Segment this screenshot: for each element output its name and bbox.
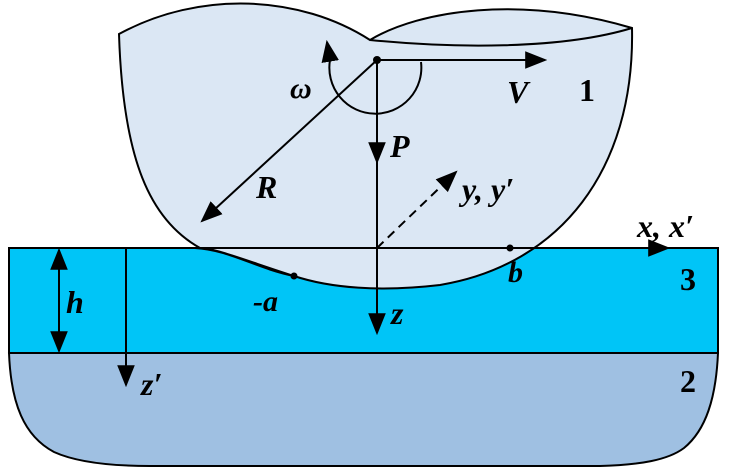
cylinder-rim bbox=[369, 27, 633, 47]
cylinder-body bbox=[117, 2, 634, 290]
thickness-label: h bbox=[66, 284, 84, 320]
radius-arrow bbox=[200, 59, 378, 223]
contact-point-b bbox=[506, 244, 514, 252]
body-3-label: 3 bbox=[680, 261, 696, 297]
deformed-surface bbox=[120, 247, 295, 277]
point-a-label: -a bbox=[253, 285, 278, 318]
y-axis-arrow bbox=[376, 170, 458, 249]
z-prime-axis-label: z′ bbox=[140, 366, 162, 402]
cylinder-center-point bbox=[373, 56, 381, 64]
substrate-body bbox=[7, 352, 720, 467]
body-1-label: 1 bbox=[579, 72, 595, 108]
y-axis-label: y, y′ bbox=[458, 171, 514, 207]
rotation-arc bbox=[321, 39, 423, 115]
velocity-label: V bbox=[507, 74, 531, 110]
radius-label: R bbox=[255, 169, 277, 205]
contact-point-a bbox=[290, 272, 298, 280]
z-axis-label: z bbox=[390, 295, 404, 331]
omega-label: ω bbox=[290, 72, 312, 105]
body-2-label: 2 bbox=[680, 363, 696, 399]
point-b-label: b bbox=[508, 256, 523, 289]
force-label: P bbox=[389, 128, 410, 164]
x-axis-label: x, x′ bbox=[636, 208, 694, 244]
